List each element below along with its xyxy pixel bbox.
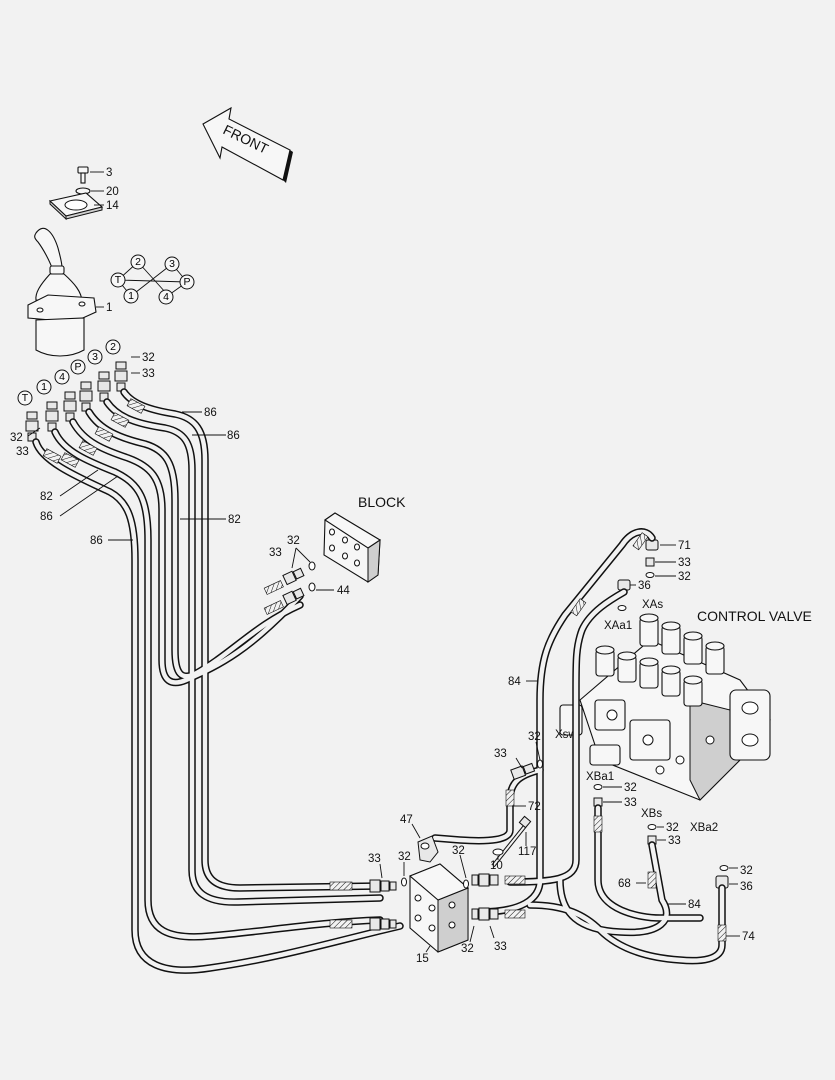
part-label-32-d: 32 <box>678 571 691 583</box>
washer-part <box>75 187 91 195</box>
joystick-mount-parts: 3 20 14 <box>48 166 119 221</box>
part-label-33-f: 33 <box>624 797 637 809</box>
hose-badge-2: 2 <box>105 339 121 355</box>
svg-text:P: P <box>74 361 81 373</box>
hose-port-badges: T 1 4 P 3 2 <box>17 339 121 406</box>
block-label: BLOCK <box>358 494 406 510</box>
part-label-33-h: 33 <box>668 835 681 847</box>
part-label-15: 15 <box>416 953 429 965</box>
port-pattern-diagram: 2 3 T P 1 4 <box>110 254 195 305</box>
svg-text:4: 4 <box>163 291 169 303</box>
control-valve-fittings: 71 33 36 32 32 33 32 33 32 36 <box>593 539 753 893</box>
hose-badge-1: 1 <box>36 379 52 395</box>
control-valve-port-labels: XAs XAa1 Xsw XBa1 XBs XBa2 <box>555 599 718 834</box>
svg-text:1: 1 <box>128 290 134 302</box>
mounting-plate-part <box>48 192 104 221</box>
part-label-86-b: 86 <box>227 430 240 442</box>
part-label-32-e: 32 <box>528 731 541 743</box>
xsw-fitting: 33 32 72 <box>494 731 543 813</box>
svg-text:3: 3 <box>92 351 98 363</box>
hose-badge-3: 3 <box>87 349 103 365</box>
joystick-part: 1 <box>27 227 112 357</box>
bolt-part <box>77 166 89 184</box>
svg-text:2: 2 <box>135 256 141 268</box>
part-label-84-a: 84 <box>508 676 521 688</box>
svg-text:T: T <box>115 274 122 286</box>
part-label-14: 14 <box>106 200 119 212</box>
part-label-32-i: 32 <box>666 822 679 834</box>
part-label-33-b: 33 <box>16 446 29 458</box>
part-label-32-h: 32 <box>452 845 465 857</box>
part-label-32-g: 32 <box>398 851 411 863</box>
joystick-hoses <box>32 388 404 974</box>
badge-2: 2 <box>130 254 146 270</box>
control-valve-label: CONTROL VALVE <box>697 608 812 624</box>
part-label-86-d: 86 <box>90 535 103 547</box>
port-label-xsw: Xsw <box>555 729 577 741</box>
joystick-hose-labels: 32 33 86 86 32 33 82 86 82 86 <box>10 352 241 547</box>
hose-badge-4: 4 <box>54 369 70 385</box>
part-label-32-j: 32 <box>740 865 753 877</box>
svg-text:T: T <box>22 392 29 404</box>
manifold-fittings: 33 32 32 32 33 <box>329 845 526 955</box>
part-label-86-c: 86 <box>40 511 53 523</box>
port-label-xaa1: XAa1 <box>604 620 632 632</box>
part-label-44: 44 <box>337 585 350 597</box>
port-label-xas: XAs <box>642 599 663 611</box>
part-label-32-f: 32 <box>624 782 637 794</box>
part-label-33-g: 33 <box>368 853 381 865</box>
svg-text:3: 3 <box>169 258 175 270</box>
part-label-47: 47 <box>400 814 413 826</box>
svg-text:4: 4 <box>59 371 65 383</box>
part-label-33-a: 33 <box>142 368 155 380</box>
front-arrow: FRONT <box>202 106 293 183</box>
control-valve-component: CONTROL VALVE <box>559 608 812 801</box>
part-label-33-c: 33 <box>269 547 282 559</box>
part-label-33-e: 33 <box>494 748 507 760</box>
svg-text:P: P <box>183 276 190 288</box>
manifold-block-component: 15 <box>408 863 470 965</box>
part-label-20: 20 <box>106 186 119 198</box>
part-label-36-a: 36 <box>638 580 651 592</box>
part-label-117: 117 <box>518 846 536 858</box>
port-label-xbs: XBs <box>641 808 662 820</box>
hose-badge-T: T <box>17 390 33 406</box>
hose-badge-P: P <box>70 359 86 375</box>
part-label-84-b: 84 <box>688 899 701 911</box>
part-label-3: 3 <box>106 167 112 179</box>
control-valve-hoses: 84 68 84 74 <box>431 528 755 965</box>
part-label-32-a: 32 <box>142 352 155 364</box>
part-label-71: 71 <box>678 540 691 552</box>
joystick-hose-fittings <box>25 361 128 442</box>
port-label-xba1: XBa1 <box>586 771 614 783</box>
part-label-36-b: 36 <box>740 881 753 893</box>
part-label-33-i: 33 <box>494 941 507 953</box>
block-component: BLOCK <box>323 494 406 583</box>
part-label-86-a: 86 <box>204 407 217 419</box>
svg-text:1: 1 <box>41 381 47 393</box>
badge-3: 3 <box>164 256 180 272</box>
badge-4: 4 <box>158 289 174 305</box>
badge-P: P <box>179 274 195 290</box>
part-label-1: 1 <box>106 302 112 314</box>
part-label-32-c: 32 <box>287 535 300 547</box>
svg-text:2: 2 <box>110 341 116 353</box>
badge-T: T <box>110 272 126 288</box>
part-label-74: 74 <box>742 931 755 943</box>
block-fittings: 33 32 44 <box>263 535 350 615</box>
badge-1: 1 <box>123 288 139 304</box>
elbow-47-and-bolt: 47 117 10 <box>400 814 536 872</box>
part-label-72: 72 <box>528 801 541 813</box>
part-label-82-b: 82 <box>228 514 241 526</box>
part-label-33-d: 33 <box>678 557 691 569</box>
part-label-32-k: 32 <box>461 943 474 955</box>
part-label-32-b: 32 <box>10 432 23 444</box>
part-label-10: 10 <box>490 860 503 872</box>
part-label-68: 68 <box>618 878 631 890</box>
part-label-82-a: 82 <box>40 491 53 503</box>
port-label-xba2: XBa2 <box>690 822 718 834</box>
